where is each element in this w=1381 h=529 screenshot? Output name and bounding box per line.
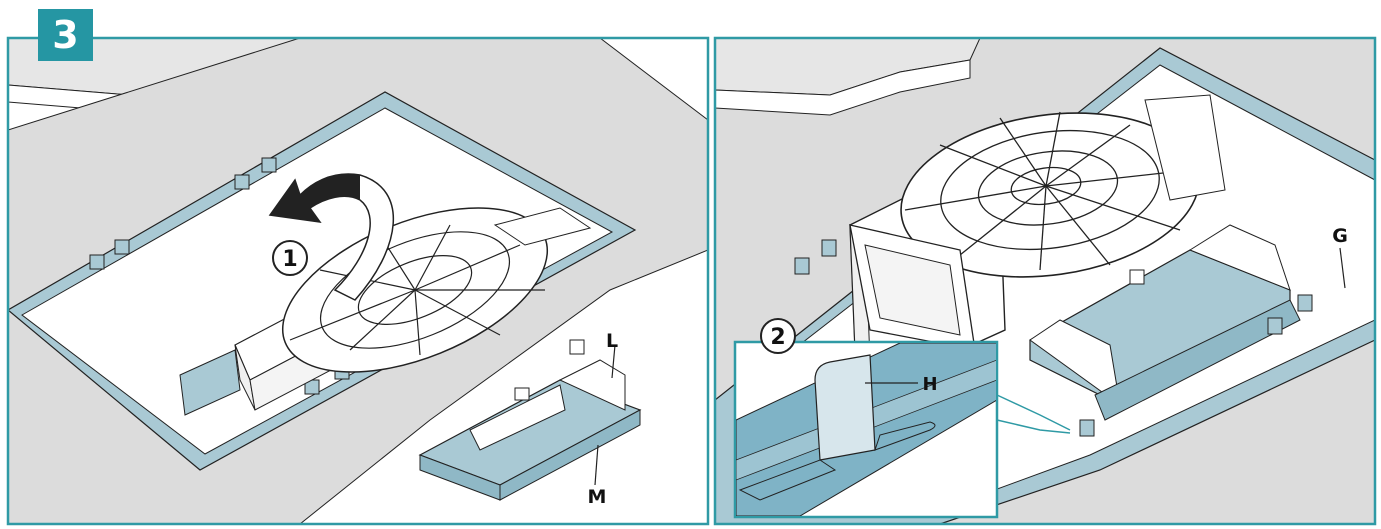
svg-text:2: 2 (770, 325, 785, 350)
bracket-assembly (418, 339, 642, 501)
right-panel: G H (713, 36, 1377, 526)
svg-text:1: 1 (282, 247, 297, 272)
detail-inset: H (733, 340, 1071, 519)
bracket-assembly-right (1029, 224, 1301, 421)
label-H: H (922, 374, 937, 395)
left-panel: 1 L M (6, 36, 710, 526)
rotate-arrow-icon (268, 173, 394, 301)
label-M: M (588, 486, 607, 508)
label-L: L (606, 330, 618, 352)
step-badge: 3 (38, 9, 93, 61)
left-panel-border (6, 36, 710, 526)
callout-1: 1 (272, 240, 308, 276)
callout-2: 2 (760, 318, 796, 354)
svg-text:3: 3 (52, 13, 78, 57)
label-G: G (1332, 225, 1348, 247)
right-panel-border (713, 36, 1377, 526)
